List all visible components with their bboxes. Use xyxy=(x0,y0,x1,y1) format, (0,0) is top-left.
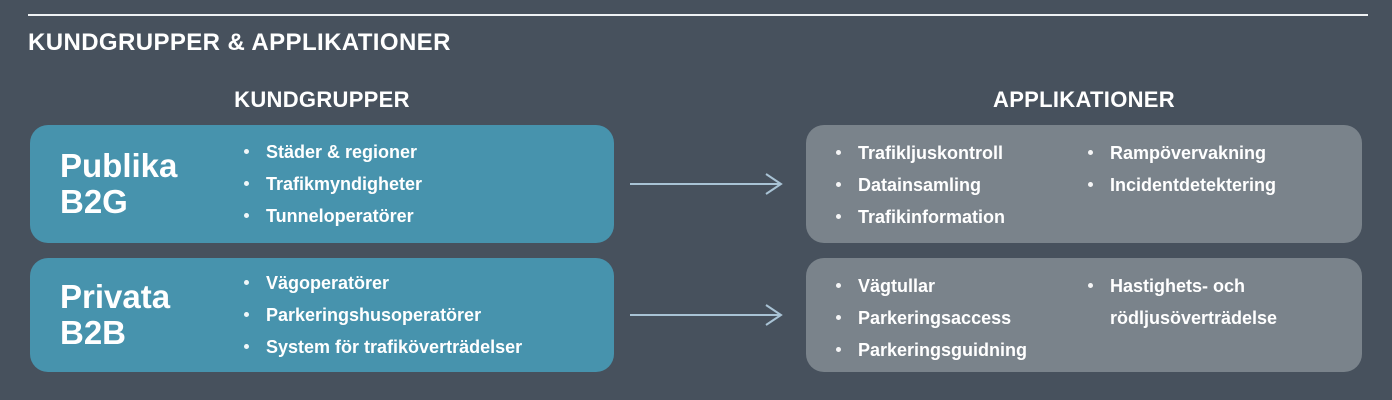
bullet-item: Trafikljuskontroll xyxy=(834,137,1058,169)
group-label: Publika B2G xyxy=(60,148,242,220)
column-header-applikationer: APPLIKATIONER xyxy=(993,87,1175,112)
bullet-item: Trafikinformation xyxy=(834,201,1058,233)
arrow-right-icon xyxy=(628,171,786,197)
group-label: Privata B2B xyxy=(60,279,242,351)
app-box-b2g: Trafikljuskontroll Datainsamling Trafiki… xyxy=(806,125,1362,243)
bullet-item: Trafikmyndigheter xyxy=(242,168,422,200)
group-label-line1: Publika xyxy=(60,147,178,184)
bullet-item: Datainsamling xyxy=(834,169,1058,201)
bullet-item: Vägoperatörer xyxy=(242,267,522,299)
group-box-privata-b2b: Privata B2B Vägoperatörer Parkeringshuso… xyxy=(30,258,614,372)
bullet-item: Städer & regioner xyxy=(242,136,422,168)
group-label-line2: B2B xyxy=(60,314,127,351)
bullet-item: Parkeringsguidning xyxy=(834,334,1058,366)
bullet-item: Hastighets- och rödljusöverträdelse xyxy=(1086,270,1338,334)
bullet-item: Parkeringsaccess xyxy=(834,302,1058,334)
bullet-item: System för trafiköverträdelser xyxy=(242,331,522,363)
app-items-col2: Rampövervakning Incidentdetektering xyxy=(1086,137,1338,201)
top-rule xyxy=(28,14,1368,16)
group-items-list: Städer & regioner Trafikmyndigheter Tunn… xyxy=(242,136,422,232)
page-title: KUNDGRUPPER & APPLIKATIONER xyxy=(28,29,451,56)
app-items-col2: Hastighets- och rödljusöverträdelse xyxy=(1086,270,1338,334)
bullet-item: Tunneloperatörer xyxy=(242,200,422,232)
bullet-item: Incidentdetektering xyxy=(1086,169,1338,201)
app-items-col1: Vägtullar Parkeringsaccess Parkeringsgui… xyxy=(834,270,1058,366)
column-header-kundgrupper: KUNDGRUPPER xyxy=(234,87,410,112)
bullet-item: Rampövervakning xyxy=(1086,137,1338,169)
bullet-item: Parkeringshusoperatörer xyxy=(242,299,522,331)
group-items-list: Vägoperatörer Parkeringshusoperatörer Sy… xyxy=(242,267,522,363)
bullet-item: Vägtullar xyxy=(834,270,1058,302)
group-label-line2: B2G xyxy=(60,183,128,220)
group-box-publika-b2g: Publika B2G Städer & regioner Trafikmynd… xyxy=(30,125,614,243)
arrow-right-icon xyxy=(628,302,786,328)
app-items-col1: Trafikljuskontroll Datainsamling Trafiki… xyxy=(834,137,1058,233)
group-label-line1: Privata xyxy=(60,278,171,315)
app-box-b2b: Vägtullar Parkeringsaccess Parkeringsgui… xyxy=(806,258,1362,372)
